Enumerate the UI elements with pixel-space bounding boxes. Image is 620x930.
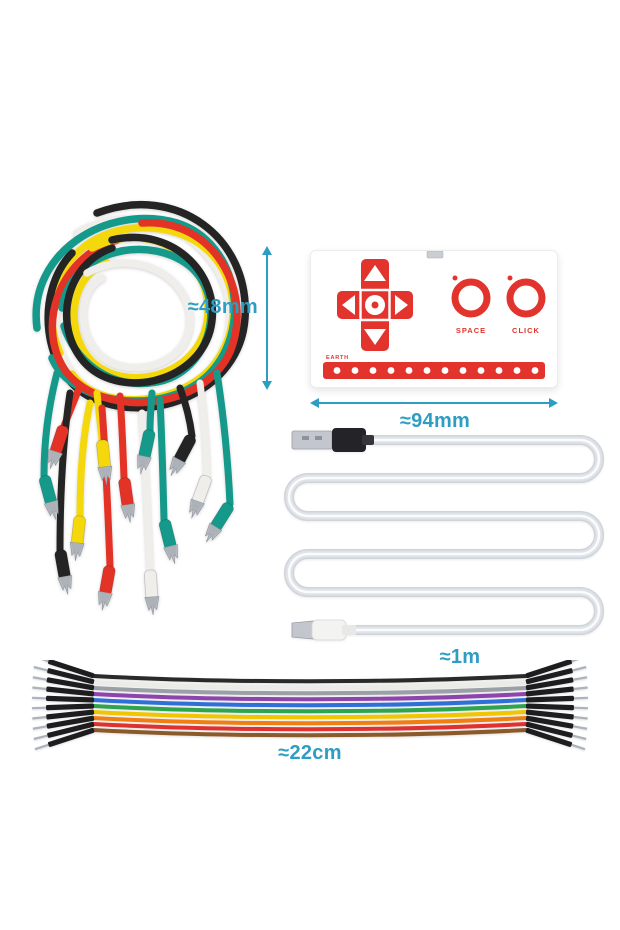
pin-connector	[34, 660, 95, 679]
alligator-clip	[52, 548, 76, 597]
cable-body	[285, 436, 603, 634]
wire	[56, 389, 74, 554]
dimension-height-label: ≈48mm	[187, 296, 258, 318]
wire	[156, 396, 168, 524]
pin-connector	[525, 686, 588, 697]
pin-connector	[525, 665, 587, 685]
pin-connector	[525, 695, 589, 703]
pin-connector	[34, 727, 95, 751]
jumper-wire	[92, 698, 528, 708]
jumper-wire	[92, 704, 528, 714]
wire-strands	[40, 369, 234, 574]
wire	[176, 384, 196, 440]
pin-connector	[32, 709, 95, 720]
alligator-clip	[156, 517, 183, 566]
wire	[146, 389, 156, 434]
click-pad-dot	[507, 275, 513, 281]
alligator-clip	[199, 499, 237, 547]
wire	[79, 259, 194, 372]
pin-connector	[33, 665, 95, 685]
left-connector-fan	[31, 660, 95, 751]
wire	[98, 404, 114, 570]
earth-label: EARTH	[326, 355, 349, 361]
pin-connector	[525, 727, 586, 751]
dpad-up-arrow	[364, 265, 386, 281]
space-ring	[451, 278, 491, 318]
jumper-wire	[92, 728, 528, 738]
pin-connector	[32, 715, 95, 730]
alligator-clip	[67, 514, 88, 562]
dpad-tile-gaps	[359, 288, 391, 322]
pin-connector	[33, 721, 95, 741]
alligator-clip	[184, 473, 215, 522]
usb-cable-photo	[284, 428, 604, 641]
wire	[116, 392, 128, 482]
dpad-center-dot	[371, 301, 379, 309]
jumper-length-label: ≈22cm	[278, 742, 342, 764]
dpad-right-arrow	[395, 295, 408, 315]
earth-holes	[333, 367, 539, 374]
board-graphics: SPACE CLICK EARTH	[323, 251, 546, 379]
dim-arrow-left	[310, 398, 319, 408]
dimension-line-horizontal	[318, 402, 550, 404]
jumper-wire	[92, 680, 528, 690]
dimension-width-label: ≈94mm	[399, 410, 471, 432]
right-connector-fan	[525, 660, 589, 751]
jumper-wires-photo	[31, 660, 589, 751]
pin-connector	[525, 703, 589, 711]
dim-arrow-top	[262, 246, 272, 255]
space-pad-dot	[452, 275, 458, 281]
earth-strip	[323, 362, 545, 379]
pin-connector	[32, 676, 95, 691]
dim-arrow-right	[549, 398, 558, 408]
pin-connector	[32, 686, 95, 697]
alligator-clip	[133, 428, 158, 476]
wire	[40, 369, 61, 480]
pin-connector	[525, 676, 588, 691]
jumper-wire	[92, 722, 528, 732]
usb-a-connector	[291, 428, 374, 452]
dpad-graphic	[337, 259, 413, 351]
jumper-ribbon	[92, 674, 528, 738]
alligator-clip	[94, 564, 118, 613]
pin-connector	[525, 709, 588, 720]
wire	[76, 399, 94, 520]
pin-connector	[525, 721, 587, 741]
wire	[138, 409, 154, 574]
pin-connector	[525, 660, 586, 679]
dpad-down-arrow	[364, 329, 386, 345]
wire	[213, 369, 234, 508]
dim-arrow-bottom	[262, 381, 272, 390]
pin-connector	[31, 695, 95, 703]
cable-sheen	[287, 438, 601, 632]
alligator-clip	[164, 432, 199, 480]
cable-coil	[284, 435, 604, 635]
click-ring	[506, 278, 546, 318]
alligator-clip	[116, 476, 138, 525]
wire	[196, 379, 211, 480]
pin-connector	[525, 715, 588, 730]
wire	[62, 233, 217, 387]
alligator-wires-photo	[32, 200, 249, 616]
jumper-wire	[92, 716, 528, 726]
jumper-wire	[92, 674, 528, 684]
jumper-wire	[92, 710, 528, 720]
usb-length-label: ≈1m	[439, 646, 481, 668]
pin-connector	[31, 703, 95, 711]
jumper-wire	[92, 692, 528, 702]
board-photo: SPACE CLICK EARTH	[310, 250, 558, 388]
dpad-left-arrow	[342, 295, 355, 315]
cable-outline	[284, 435, 604, 635]
jumper-wire	[92, 686, 528, 696]
click-label: CLICK	[512, 326, 540, 335]
dimension-line-vertical	[266, 254, 268, 382]
board-usb-port	[426, 251, 444, 259]
mini-usb-connector	[291, 619, 356, 641]
space-label: SPACE	[456, 326, 486, 335]
alligator-clip	[142, 569, 161, 616]
